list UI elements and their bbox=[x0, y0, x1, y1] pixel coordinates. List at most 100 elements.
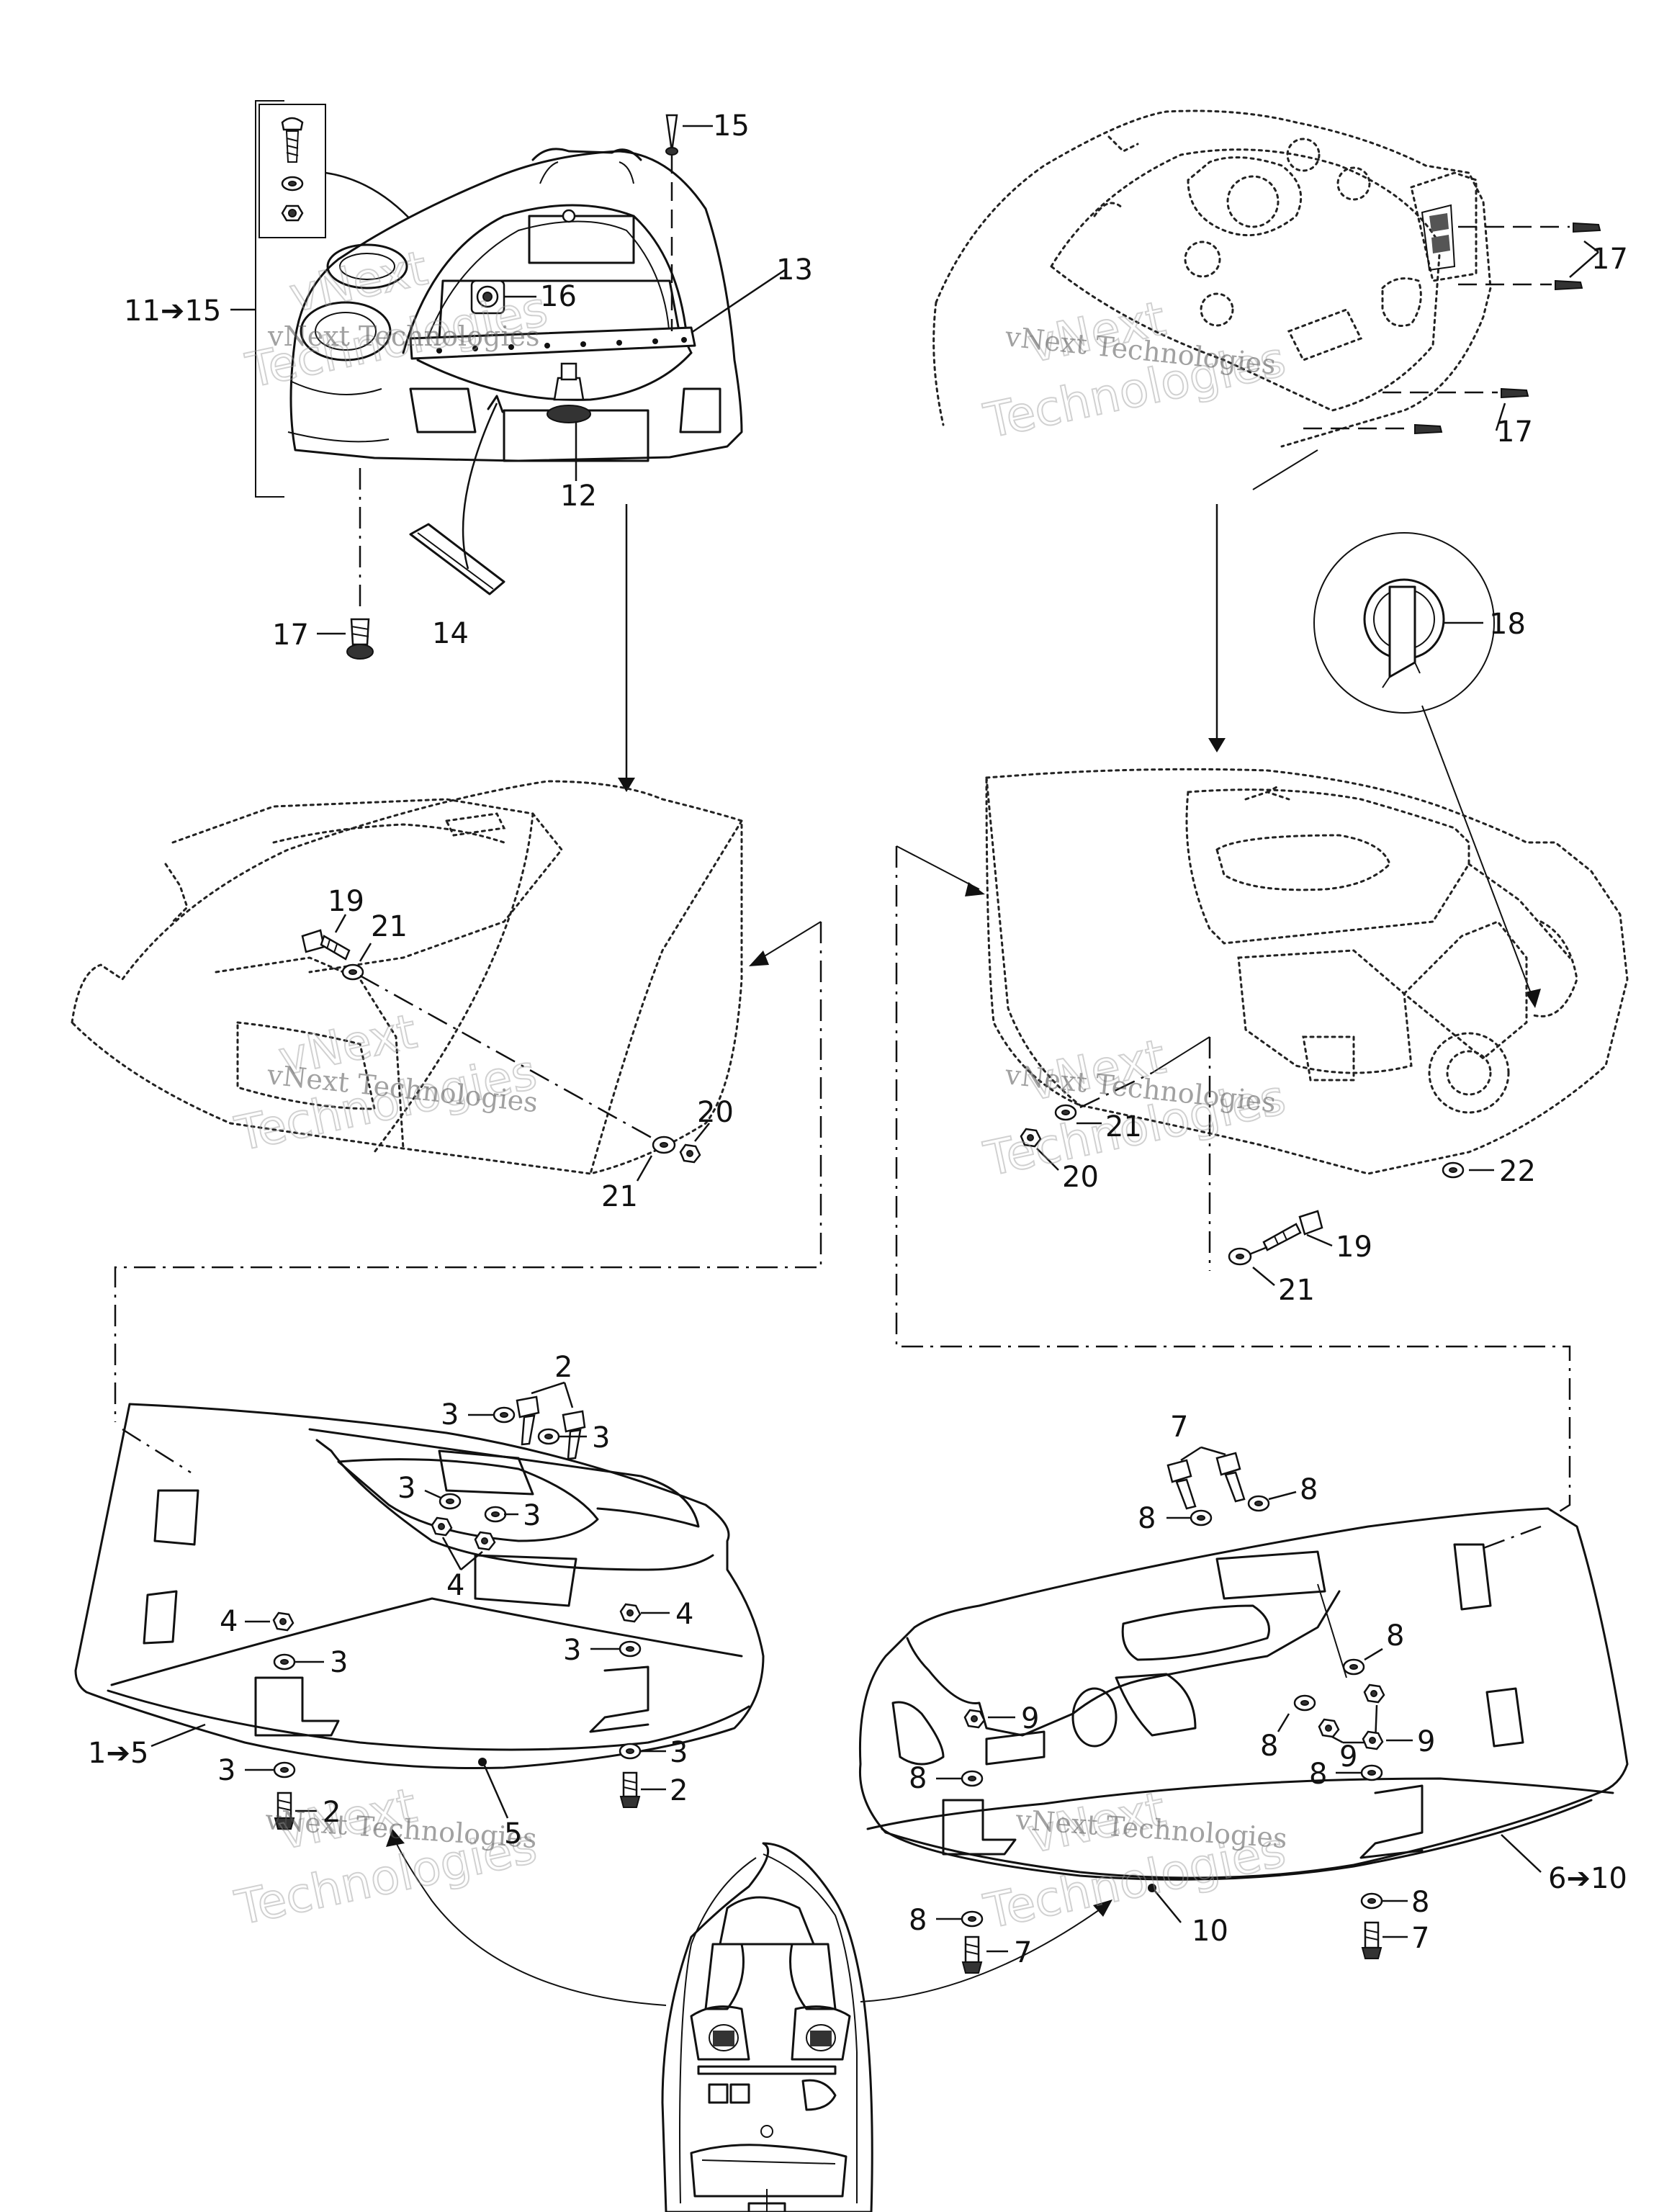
washer-8-bottom-right bbox=[1360, 1892, 1383, 1910]
bolt-2-top-b bbox=[562, 1410, 586, 1460]
washer-icon bbox=[281, 176, 304, 192]
left-deck-outline bbox=[71, 780, 743, 1175]
console-panel bbox=[1050, 148, 1442, 412]
nut-4-left bbox=[272, 1611, 295, 1632]
washer-3-bottom-left bbox=[273, 1761, 296, 1779]
washer-8-top-b bbox=[1247, 1495, 1270, 1512]
callout-5: 5 bbox=[504, 1817, 522, 1851]
callout-8: 8 bbox=[1386, 1619, 1404, 1653]
cup-holder-lower bbox=[300, 301, 392, 361]
bolt-2-bottom-right bbox=[619, 1771, 641, 1808]
callout-19: 19 bbox=[328, 885, 364, 918]
nut-4-mid-a bbox=[431, 1516, 453, 1537]
bolt-7-bottom-right bbox=[1361, 1921, 1382, 1959]
helm-seat-right bbox=[791, 2005, 851, 2061]
callout-14: 14 bbox=[432, 617, 469, 650]
washer-8-left bbox=[961, 1770, 984, 1787]
callout-8: 8 bbox=[909, 1904, 927, 1937]
hinge-rivets bbox=[436, 337, 687, 354]
left-panel-clip-lower bbox=[143, 1590, 178, 1645]
callout-22: 22 bbox=[1499, 1155, 1536, 1188]
boat-top-view bbox=[386, 1829, 1112, 2212]
right-panel-clip-upper bbox=[1453, 1543, 1492, 1611]
washer-3-top-b bbox=[537, 1428, 560, 1445]
callout-20: 20 bbox=[697, 1096, 734, 1129]
hardware-inset-box bbox=[258, 104, 326, 238]
left-deck-assembly bbox=[71, 780, 822, 1422]
arrow-to-left-panel bbox=[394, 1839, 667, 2006]
washer-21-left-a bbox=[341, 963, 364, 981]
washer-8-top-a bbox=[1190, 1509, 1213, 1527]
key-blade bbox=[1388, 585, 1416, 678]
switch-panel bbox=[1421, 204, 1456, 271]
washer-8-mid-a bbox=[1342, 1658, 1365, 1676]
callout-9: 9 bbox=[1417, 1725, 1435, 1758]
washer-8-bottom-left bbox=[961, 1910, 984, 1928]
left-side-panel bbox=[74, 1381, 765, 1830]
lock-panel bbox=[503, 409, 649, 462]
screw-17-b bbox=[1555, 279, 1583, 291]
washer-8-mid-b bbox=[1293, 1694, 1316, 1712]
nut-20-left bbox=[679, 1143, 701, 1164]
callout-2: 2 bbox=[670, 1774, 688, 1807]
key-detail-18 bbox=[1313, 532, 1541, 1008]
console-outline bbox=[935, 109, 1492, 448]
right-bracket-a bbox=[942, 1799, 1017, 1856]
callout-10: 10 bbox=[1192, 1915, 1228, 1948]
callout-8: 8 bbox=[1260, 1730, 1278, 1763]
left-vent bbox=[409, 387, 477, 433]
callout-9: 9 bbox=[1021, 1702, 1039, 1735]
nut-4-mid-b bbox=[474, 1531, 496, 1551]
screw-icon bbox=[281, 117, 304, 163]
right-side-panel bbox=[858, 1446, 1629, 1974]
callout-3: 3 bbox=[523, 1499, 541, 1532]
screw-17-c bbox=[1501, 387, 1529, 399]
nut-4-right bbox=[619, 1603, 642, 1623]
dashboard-console bbox=[932, 109, 1601, 752]
callout-3: 3 bbox=[592, 1421, 610, 1455]
nut-icon bbox=[281, 204, 304, 222]
washer-3-bottom-right bbox=[619, 1743, 642, 1760]
callout-19: 19 bbox=[1336, 1231, 1372, 1264]
right-deck-outline bbox=[985, 768, 1629, 1175]
callout-3: 3 bbox=[397, 1472, 415, 1505]
washer-3-mid-a bbox=[439, 1493, 462, 1510]
callout-17: 17 bbox=[272, 619, 309, 652]
nut-9-mid-b bbox=[1318, 1718, 1340, 1738]
nut-9-mid-a bbox=[1363, 1683, 1385, 1704]
washer-21-left-b bbox=[652, 1136, 676, 1154]
helm-seat-left bbox=[690, 2005, 750, 2061]
callout-8: 8 bbox=[1138, 1502, 1156, 1535]
callout-18: 18 bbox=[1489, 608, 1526, 641]
right-deck-assembly bbox=[895, 768, 1629, 1550]
compartment-back bbox=[528, 215, 635, 264]
assembly-bracket bbox=[255, 100, 284, 498]
callout-3: 3 bbox=[563, 1634, 581, 1667]
lid-opening-arch bbox=[402, 204, 693, 354]
seal-strip-14 bbox=[409, 523, 505, 595]
washer-21-right-b bbox=[1228, 1247, 1252, 1266]
watermark-small: vNext Technologies bbox=[267, 320, 539, 352]
cup-holder-top bbox=[326, 243, 408, 289]
bolt-19-left bbox=[301, 929, 351, 961]
callout-21: 21 bbox=[371, 910, 408, 943]
bolt-17-left bbox=[346, 618, 374, 660]
left-panel-body bbox=[74, 1403, 765, 1770]
callout-3: 3 bbox=[670, 1736, 688, 1769]
bolt-19-right bbox=[1262, 1210, 1323, 1251]
nut-9-left bbox=[963, 1709, 986, 1729]
callout-17: 17 bbox=[1591, 243, 1628, 276]
callout-2: 2 bbox=[323, 1796, 341, 1829]
callout-21: 21 bbox=[1278, 1274, 1315, 1307]
callout-8: 8 bbox=[1309, 1758, 1327, 1791]
callout-4: 4 bbox=[220, 1605, 238, 1638]
boat-hatch-a bbox=[708, 2083, 729, 2104]
lid-lower-edge bbox=[416, 351, 693, 401]
screw-15 bbox=[665, 114, 678, 156]
callout-4: 4 bbox=[446, 1569, 464, 1602]
washer-3-mid-b bbox=[484, 1506, 507, 1523]
callout-11-15: 11➔15 bbox=[124, 295, 221, 328]
screw-17-d bbox=[1414, 423, 1443, 435]
console-gauge-main bbox=[1187, 156, 1303, 237]
